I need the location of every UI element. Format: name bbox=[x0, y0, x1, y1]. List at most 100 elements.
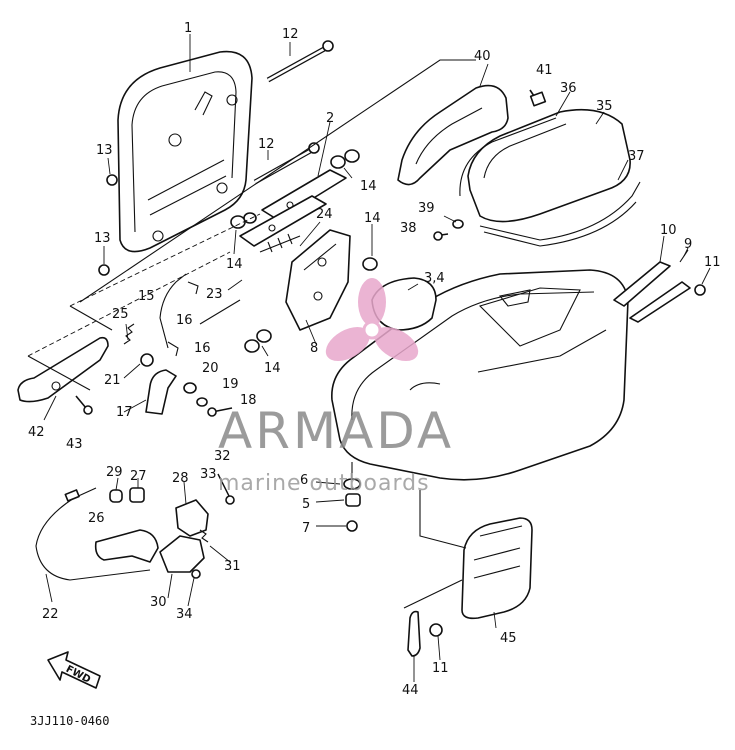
link-rod-15 bbox=[159, 273, 187, 349]
bolt-12-upper bbox=[266, 40, 334, 83]
guide-line-44 bbox=[403, 579, 463, 609]
callout-labels: 1 12 12 2 13 13 14 14 14 14 24 23 15 16 … bbox=[28, 21, 721, 698]
callout-29: 29 bbox=[106, 465, 123, 480]
callout-37: 37 bbox=[628, 149, 645, 164]
collar-14-group-upper bbox=[330, 149, 360, 169]
callout-12-upper: 12 bbox=[282, 27, 299, 42]
bolt-18 bbox=[207, 407, 233, 417]
cowling-front-panel bbox=[117, 50, 253, 253]
bracket-30 bbox=[159, 535, 205, 573]
callout-24: 24 bbox=[316, 207, 333, 222]
callout-38: 38 bbox=[400, 221, 417, 236]
screw-38 bbox=[433, 231, 449, 241]
callout-1: 1 bbox=[184, 21, 192, 36]
callout-27: 27 bbox=[130, 469, 147, 484]
clip-16-upper bbox=[187, 281, 199, 295]
guide-line-a bbox=[27, 251, 231, 357]
bolt-12-lower bbox=[253, 142, 320, 185]
lever-arm-26 bbox=[94, 529, 159, 563]
callout-43: 43 bbox=[66, 437, 83, 452]
bolt-32-33 bbox=[217, 473, 235, 505]
guide-line-c bbox=[27, 355, 91, 391]
callout-31: 31 bbox=[224, 559, 241, 574]
callout-8: 8 bbox=[310, 341, 318, 356]
callout-35: 35 bbox=[596, 99, 613, 114]
rim-seal-37 bbox=[479, 181, 641, 247]
collar-5 bbox=[345, 493, 361, 507]
callout-39: 39 bbox=[418, 201, 435, 216]
callout-34: 34 bbox=[176, 607, 193, 622]
guide-line-e bbox=[199, 299, 241, 325]
callout-32: 32 bbox=[214, 449, 231, 464]
callout-44: 44 bbox=[402, 683, 419, 698]
callout-10: 10 bbox=[660, 223, 677, 238]
watermark-logo-icon bbox=[325, 278, 419, 362]
callout-16-upper: 16 bbox=[176, 313, 193, 328]
callout-17: 17 bbox=[116, 405, 133, 420]
handle-cover-40 bbox=[397, 84, 509, 186]
callout-19: 19 bbox=[222, 377, 239, 392]
lock-lever-28 bbox=[175, 499, 209, 537]
lever-17 bbox=[145, 369, 177, 415]
nut-11-lower bbox=[429, 623, 443, 637]
washer-20 bbox=[183, 382, 197, 394]
callout-36: 36 bbox=[560, 81, 577, 96]
collar-14-group-left bbox=[230, 212, 257, 229]
guide-line-b bbox=[69, 213, 261, 307]
washer-19 bbox=[196, 397, 208, 407]
callout-11-right: 11 bbox=[704, 255, 721, 270]
callout-9: 9 bbox=[684, 237, 692, 252]
watermark-title: ARMADA bbox=[218, 402, 454, 460]
link-plate-10 bbox=[613, 261, 691, 323]
callout-45: 45 bbox=[500, 631, 517, 646]
callout-14-center: 14 bbox=[364, 211, 381, 226]
callout-40: 40 bbox=[474, 49, 491, 64]
callout-13-upper: 13 bbox=[96, 143, 113, 158]
bolt-41 bbox=[529, 89, 547, 107]
callout-14-left: 14 bbox=[226, 257, 243, 272]
bracket-plate-2 bbox=[239, 169, 347, 247]
guide-line-d bbox=[69, 305, 113, 331]
callout-28: 28 bbox=[172, 471, 189, 486]
collar-29 bbox=[109, 489, 123, 503]
callout-6: 6 bbox=[300, 473, 308, 488]
callout-13-lower: 13 bbox=[94, 231, 111, 246]
screw-34 bbox=[191, 569, 201, 579]
callout-15: 15 bbox=[138, 289, 155, 304]
spring-25 bbox=[123, 323, 135, 345]
cable-22 bbox=[35, 487, 151, 581]
callout-12-lower: 12 bbox=[258, 137, 275, 152]
spring-31 bbox=[199, 529, 209, 543]
collar-14-group-bottom bbox=[244, 329, 272, 353]
nut-13-lower bbox=[98, 264, 110, 276]
bolt-7 bbox=[346, 520, 358, 532]
seal-strip-36 bbox=[459, 117, 557, 197]
callout-2: 2 bbox=[326, 111, 334, 126]
callout-41: 41 bbox=[536, 63, 553, 78]
callout-42: 42 bbox=[28, 425, 45, 440]
guide-line-45 bbox=[419, 490, 467, 549]
callout-30: 30 bbox=[150, 595, 167, 610]
callout-26: 26 bbox=[88, 511, 105, 526]
callout-11-lower: 11 bbox=[432, 661, 449, 676]
cotter-9 bbox=[679, 249, 689, 263]
watermark-subtitle: marine outboards bbox=[218, 471, 430, 496]
callout-5: 5 bbox=[302, 497, 310, 512]
leader-lines bbox=[43, 34, 711, 682]
electrical-box-45 bbox=[461, 517, 533, 620]
callout-33: 33 bbox=[200, 467, 217, 482]
callout-3-4: 3,4 bbox=[424, 271, 445, 286]
callout-14-upper: 14 bbox=[360, 179, 377, 194]
callout-21: 21 bbox=[104, 373, 121, 388]
washer-21 bbox=[140, 353, 154, 367]
callout-16-lower: 16 bbox=[194, 341, 211, 356]
forward-arrow-icon: FWD bbox=[47, 651, 101, 689]
lower-cover-42 bbox=[17, 336, 109, 403]
nut-11-right bbox=[694, 284, 706, 296]
drawing-code: 3JJ110-0460 bbox=[30, 714, 109, 728]
callout-25: 25 bbox=[112, 307, 129, 322]
cover-3-4 bbox=[371, 277, 437, 331]
collar-14-group-center bbox=[362, 257, 378, 271]
